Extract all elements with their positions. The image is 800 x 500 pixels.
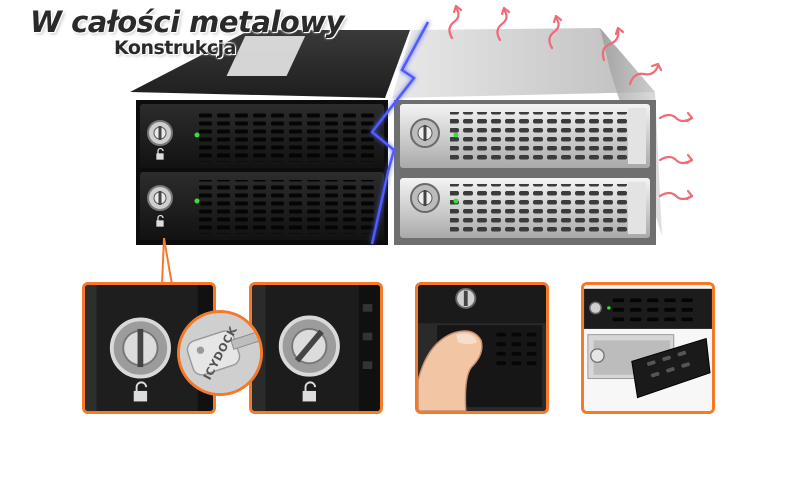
heat-arrow-icon [448, 4, 694, 201]
status-led [453, 132, 459, 138]
lock-knob-silver-top[interactable] [410, 118, 440, 148]
hdd-enclosure-image [130, 4, 694, 245]
key-icon [180, 313, 260, 393]
headline-line-1: W całości metalowy [30, 5, 345, 39]
lock-knob-bottom[interactable] [147, 185, 173, 211]
tray-removal-detail [581, 282, 715, 414]
split-line [370, 21, 430, 245]
tray-press-detail [415, 282, 549, 414]
finger [418, 330, 483, 411]
headline: W całości metalowy Konstrukcja [30, 5, 345, 59]
status-led [194, 198, 200, 204]
key-detail: ICYDOCK [177, 310, 263, 396]
headline-line-2: Konstrukcja [114, 37, 237, 59]
lock-knob-top[interactable] [147, 120, 173, 146]
unlock-padlock-icon [156, 147, 164, 227]
lock-knob-silver-bottom[interactable] [410, 183, 440, 213]
unlock-padlock-icon [302, 381, 316, 402]
lock-open-detail [249, 282, 383, 414]
unlock-padlock-icon [133, 381, 148, 402]
status-led [194, 132, 200, 138]
status-led [453, 198, 459, 204]
